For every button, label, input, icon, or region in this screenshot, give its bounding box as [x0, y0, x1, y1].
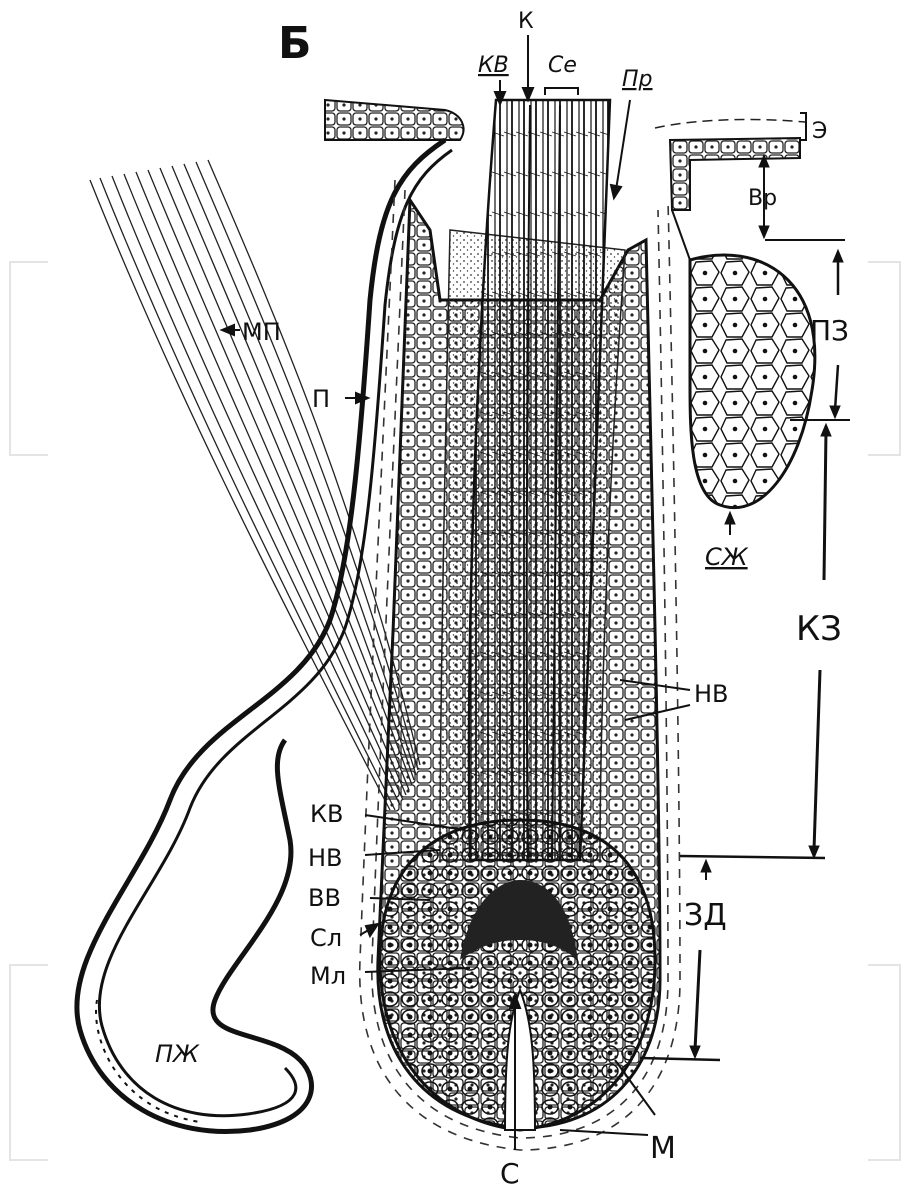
- label-pz: ПЗ: [810, 314, 849, 347]
- label-pzh: ПЖ: [155, 1040, 200, 1068]
- label-m: М: [650, 1131, 676, 1166]
- label-mp: МП: [242, 318, 281, 346]
- label-szh: СЖ: [705, 543, 749, 571]
- label-e: Э: [812, 119, 827, 144]
- label-kv-left: КВ: [310, 800, 344, 828]
- epidermis-left: [325, 100, 464, 140]
- panel-letter: Б: [278, 18, 312, 69]
- sebaceous-gland: [672, 210, 815, 508]
- label-sl: Сл: [310, 924, 342, 952]
- label-k-top: К: [518, 9, 534, 34]
- label-pr: Пр: [622, 67, 653, 92]
- label-nv-right: НВ: [694, 680, 729, 708]
- label-ml: Мл: [310, 962, 346, 990]
- epidermis-right: [655, 120, 805, 210]
- label-p: П: [312, 385, 330, 413]
- label-zd: ЗД: [684, 898, 727, 933]
- label-se: Се: [548, 53, 577, 78]
- label-nv-left: НВ: [308, 844, 343, 872]
- label-vr: Вр: [748, 186, 777, 211]
- label-kv-top: КВ: [478, 53, 509, 78]
- label-kz: КЗ: [796, 609, 842, 649]
- label-s: С: [500, 1157, 520, 1188]
- label-vv: ВВ: [308, 884, 341, 912]
